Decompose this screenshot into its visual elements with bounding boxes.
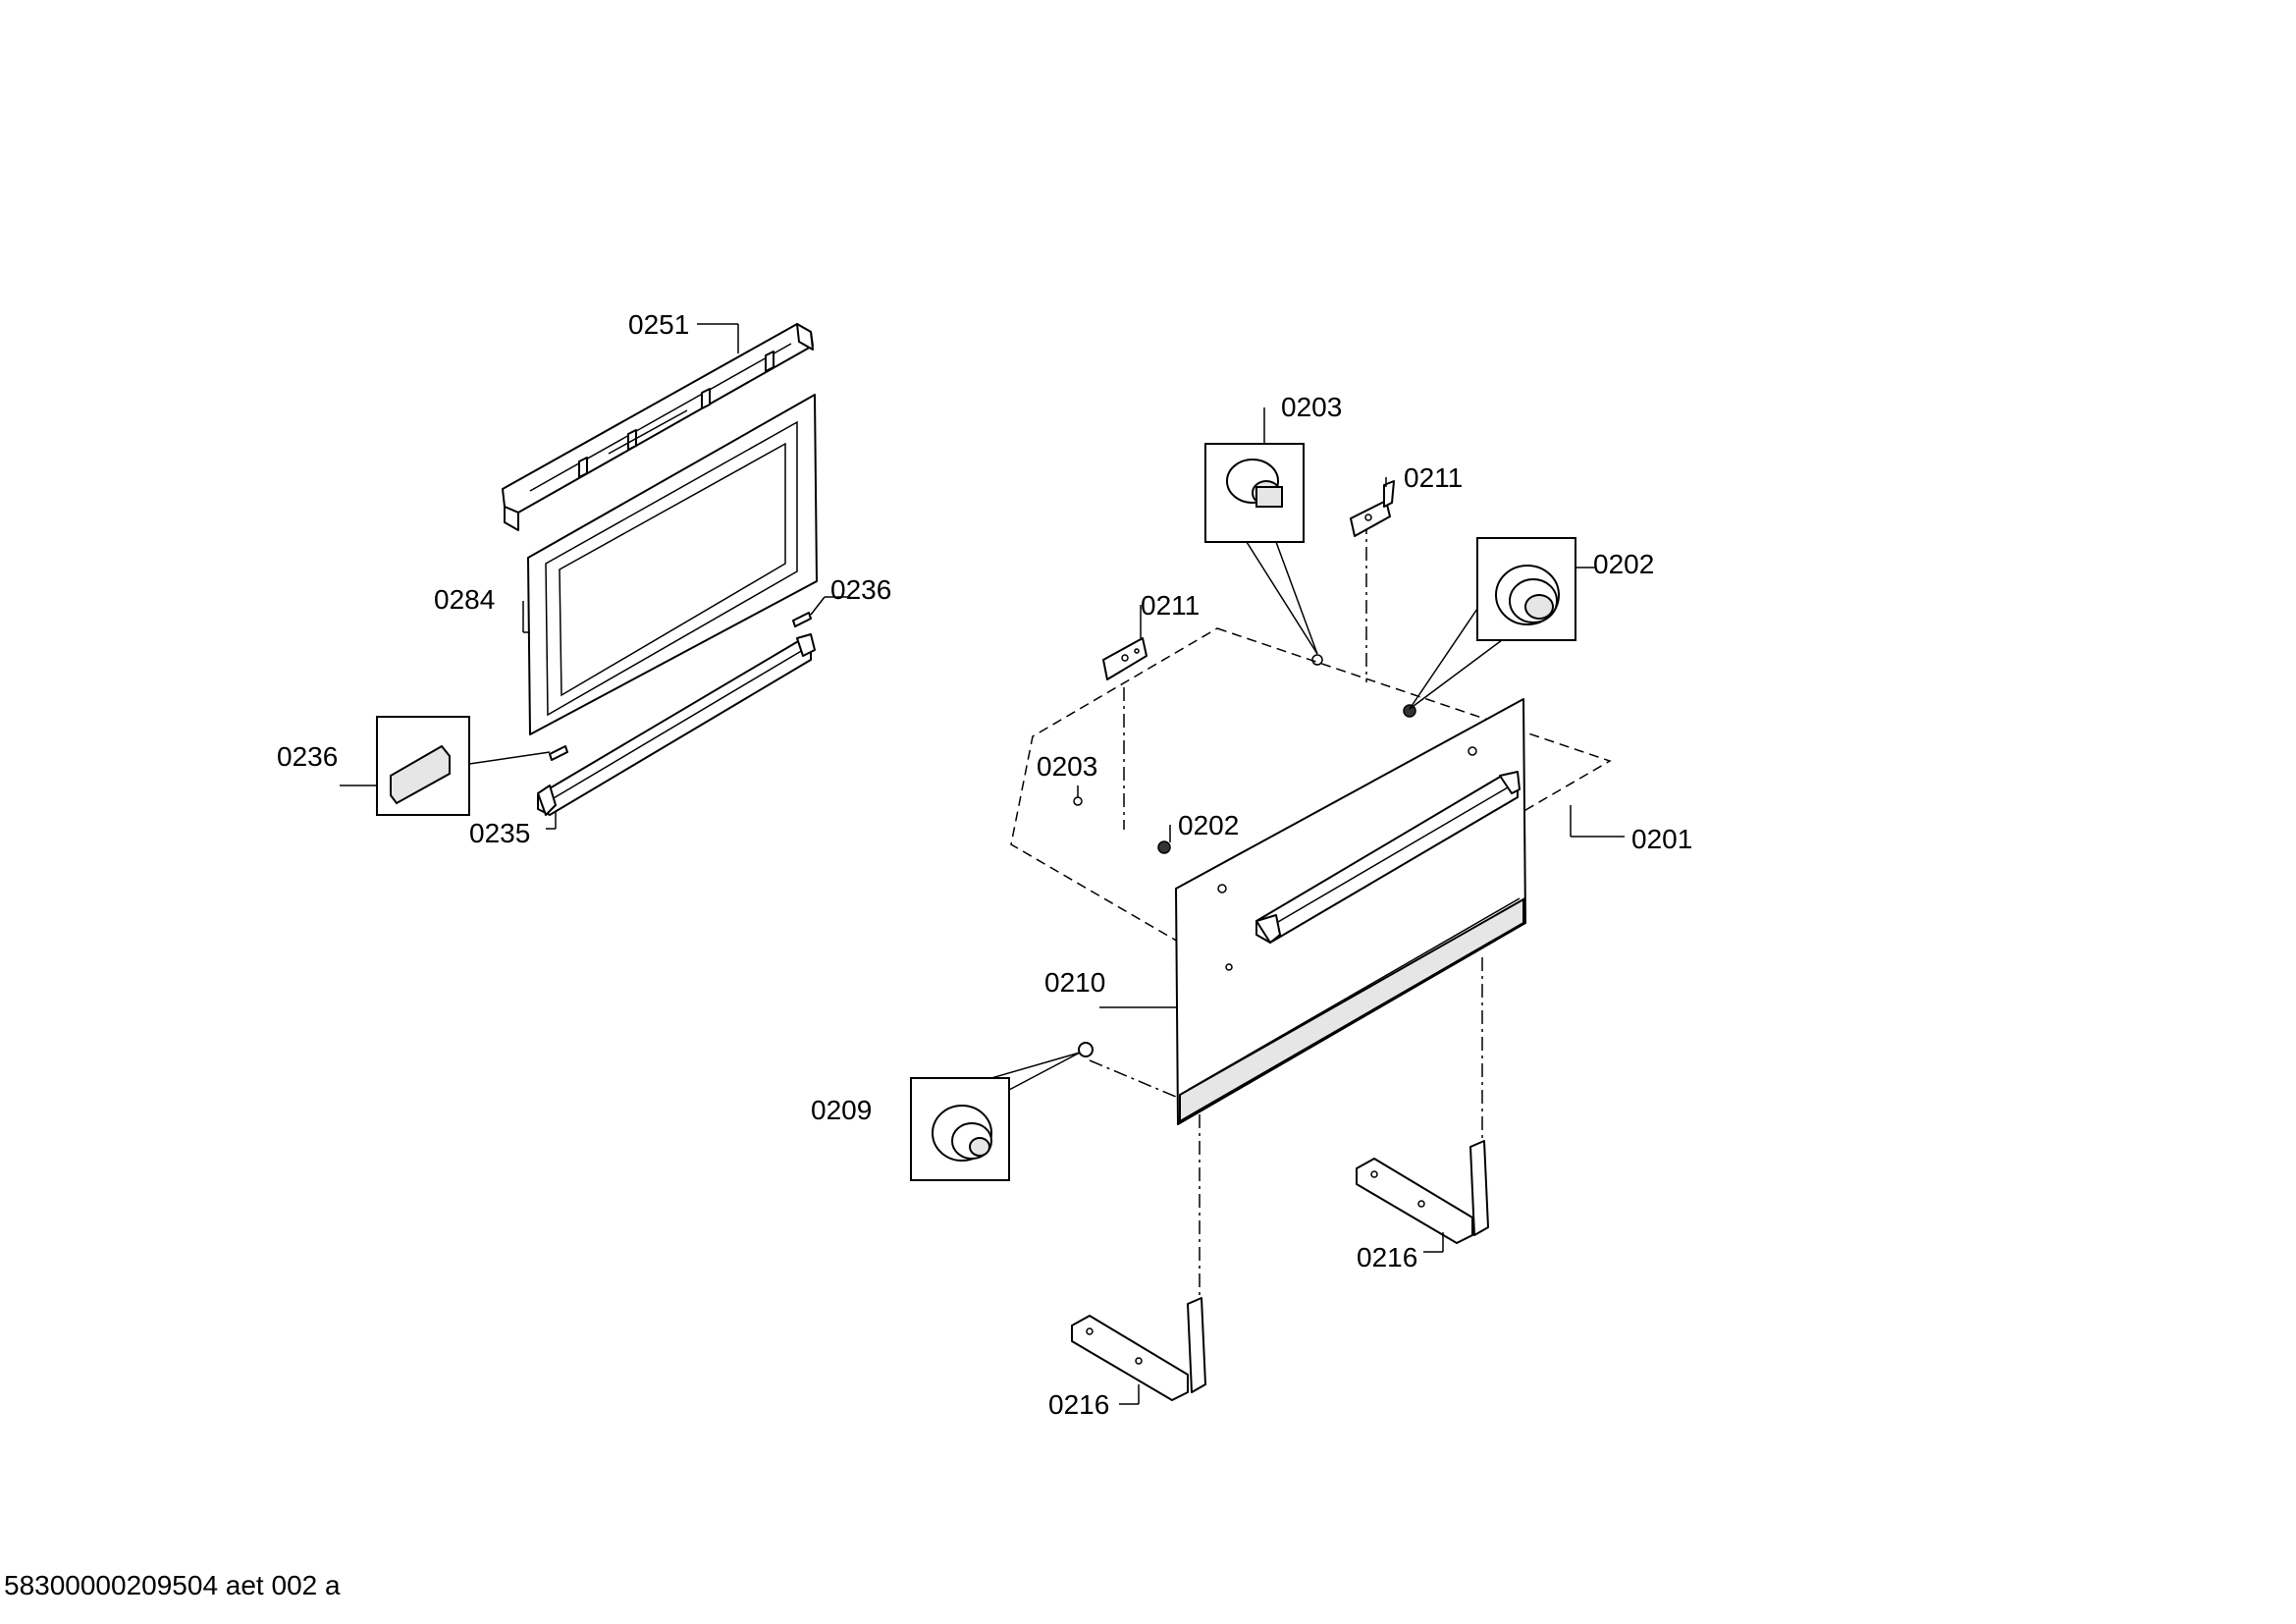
part-0209-cap: [1078, 1042, 1094, 1057]
label-0209: 0209: [811, 1095, 872, 1125]
label-0236-left: 0236: [277, 741, 338, 772]
detail-box-0202: [1409, 537, 1576, 710]
label-0284: 0284: [434, 584, 495, 615]
part-0203-screw-top: [1311, 654, 1323, 666]
part-0201-handle: [1255, 771, 1521, 944]
label-0203-top: 0203: [1281, 392, 1342, 422]
label-0202-top: 0202: [1593, 549, 1654, 579]
part-0203-screw-left: [1073, 796, 1083, 806]
label-0235: 0235: [469, 818, 530, 848]
part-0284-door-frame: [527, 394, 818, 735]
label-0211-left: 0211: [1141, 590, 1200, 621]
label-0251: 0251: [628, 309, 689, 340]
part-0211-bracket-left: [1102, 637, 1148, 680]
detail-box-0236: [376, 716, 551, 816]
part-0216-hinge-left: [1071, 1297, 1206, 1401]
detail-box-0209: [910, 1052, 1081, 1181]
label-0203-left: 0203: [1037, 751, 1097, 782]
label-0201: 0201: [1631, 824, 1692, 854]
part-0236-clip-right: [792, 612, 812, 627]
part-0202-screw-top: [1403, 704, 1416, 718]
label-0216-left: 0216: [1048, 1389, 1109, 1420]
part-0210-door-panel: [1175, 698, 1526, 1125]
part-0235-bottom-trim: [537, 633, 816, 816]
drawing-reference: 58300000209504 aet 002 a: [4, 1570, 341, 1600]
label-0236-right: 0236: [830, 574, 891, 605]
label-0216-right: 0216: [1357, 1242, 1417, 1272]
detail-box-0203: [1204, 443, 1318, 655]
label-0211-top: 0211: [1404, 462, 1463, 493]
part-0251-top-trim: [502, 323, 814, 531]
label-0202-left: 0202: [1178, 810, 1239, 840]
label-0210: 0210: [1044, 967, 1105, 998]
part-0236-clip-left: [549, 745, 568, 761]
part-0202-screw-left: [1157, 840, 1171, 854]
part-0211-bracket-top: [1350, 480, 1395, 537]
part-0216-hinge-right: [1356, 1140, 1489, 1244]
